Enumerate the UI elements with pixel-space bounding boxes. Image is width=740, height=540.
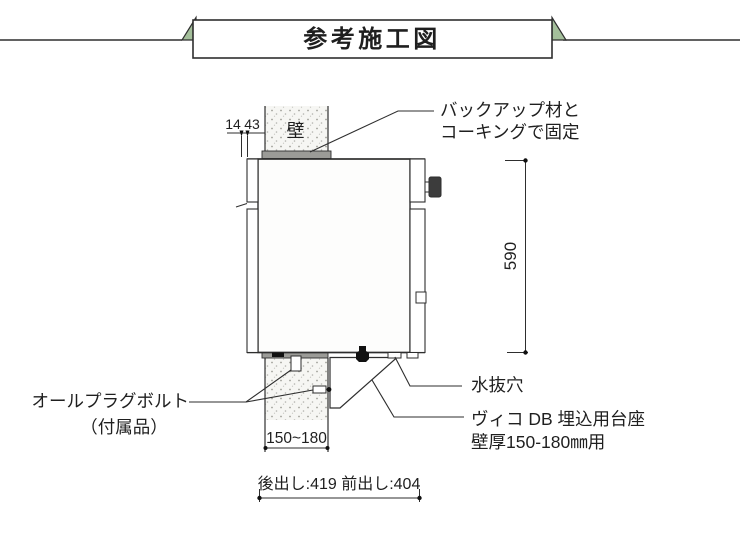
- banner-accent-right: [551, 15, 568, 41]
- dim-value-wall-thickness: 150~180: [266, 430, 327, 447]
- wall-upper-section: 壁: [264, 106, 329, 151]
- label-plug-bolt-line2: （付属品）: [80, 417, 168, 437]
- plug-bolt-horizontal: [312, 385, 327, 394]
- drawing-root: 参考施工図 壁: [0, 15, 740, 502]
- mounting-bolt: [356, 346, 369, 362]
- dim-arrow-icon: [245, 130, 250, 137]
- box-front-flange-upper: [246, 158, 259, 203]
- label-backup-line2: コーキングで固定: [440, 122, 579, 142]
- wall-label: 壁: [287, 121, 306, 141]
- page-title: 参考施工図: [303, 25, 441, 53]
- pedestal-shape: [329, 356, 399, 409]
- dim-value-43: 43: [244, 116, 260, 132]
- lock-knob-neck: [424, 181, 430, 193]
- plug-bolt-vertical: [290, 355, 302, 372]
- dim-height-590: 590: [501, 158, 528, 355]
- leader-lines: [189, 110, 464, 418]
- caulk-strip-top: [261, 150, 332, 159]
- box-front-flange-lower: [246, 208, 259, 354]
- box-body: [257, 158, 411, 354]
- leader-pedestal: [371, 379, 464, 418]
- lock-knob-icon: [428, 176, 442, 198]
- dim-value-depth: 後出し:419 前出し:404: [258, 475, 421, 493]
- rear-flange-foot: [406, 352, 419, 359]
- plug-bolt-head: [326, 387, 332, 392]
- front-gap-tick: [235, 203, 248, 208]
- post-box: [235, 158, 442, 362]
- drain-hole-notch: [387, 352, 402, 359]
- label-plug-bolt-line1: オールプラグボルト: [32, 391, 190, 411]
- rear-latch-detail: [415, 291, 427, 304]
- wall-upper-fill: [265, 106, 328, 151]
- annotation-labels: バックアップ材と コーキングで固定 水抜穴 ヴィコ DB 埋込用台座 壁厚150…: [32, 100, 646, 452]
- label-pedestal-line2: 壁厚150-180㎜用: [471, 432, 605, 452]
- leader-drain: [394, 356, 462, 387]
- dim-value-590: 590: [501, 242, 520, 270]
- box-rear-flange-upper: [409, 158, 426, 203]
- label-drain-hole: 水抜穴: [471, 375, 524, 395]
- title-box: [192, 19, 553, 59]
- bottom-seal-mark: [272, 352, 284, 357]
- dim-wall-thickness: 150~180: [263, 430, 330, 450]
- dim-arrow-icon: [239, 130, 244, 137]
- title-banner: 参考施工図: [0, 15, 740, 59]
- dim-value-14: 14: [225, 116, 241, 132]
- label-pedestal-line1: ヴィコ DB 埋込用台座: [471, 409, 645, 429]
- leader-backup: [309, 110, 434, 153]
- leader-plug-bolt-2: [245, 389, 314, 403]
- label-backup-line1: バックアップ材と: [440, 100, 580, 120]
- dim-depth: 後出し:419 前出し:404: [257, 475, 422, 502]
- box-rear-flange-lower: [409, 208, 426, 354]
- dim-top-gaps: 14 43: [225, 116, 265, 157]
